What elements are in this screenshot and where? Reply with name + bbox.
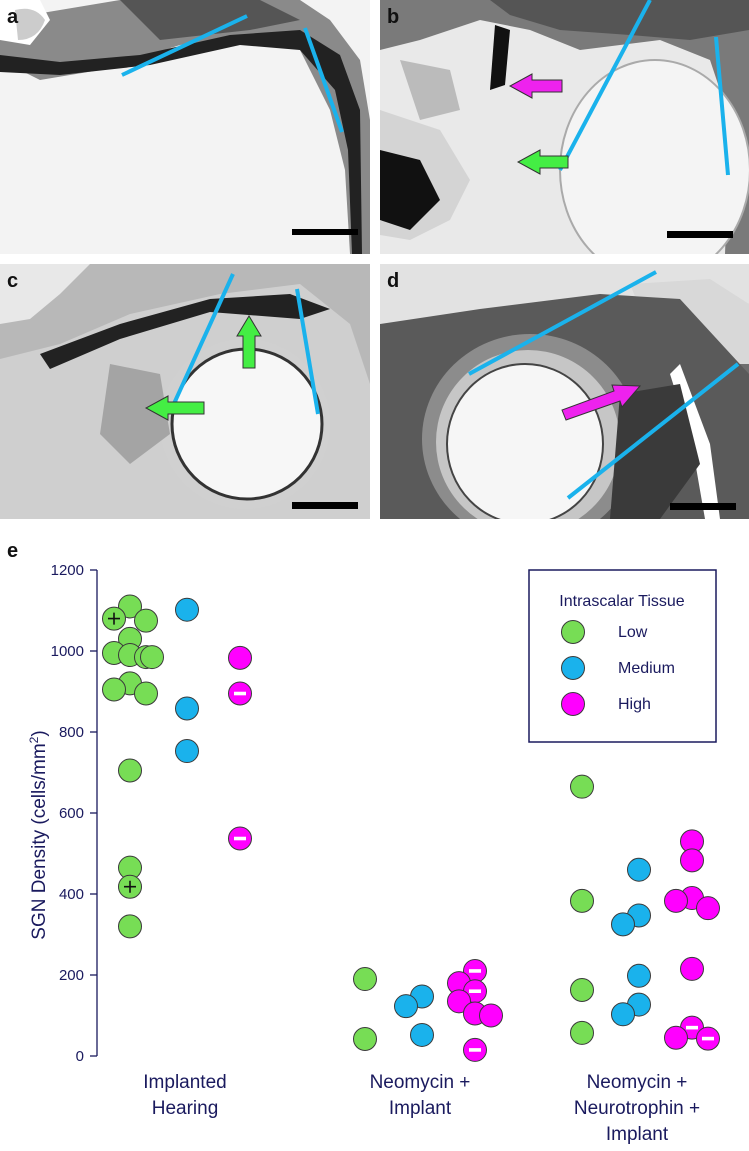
data-point-low <box>570 774 594 799</box>
y-tick-label: 0 <box>76 1048 84 1065</box>
panel-label-d: d <box>387 270 400 292</box>
minus-marker <box>234 836 246 841</box>
data-point-high <box>664 1025 688 1050</box>
minus-marker <box>469 1048 481 1052</box>
legend-marker-low <box>561 620 585 644</box>
panel-label-a: a <box>7 6 19 28</box>
x-category-label: Neomycin +Implant <box>370 1072 471 1119</box>
data-point-medium <box>611 1002 635 1027</box>
y-axis-label: SGN Density (cells/mm2) <box>27 730 50 939</box>
data-point-high <box>447 989 471 1014</box>
legend-marker-high <box>561 692 585 716</box>
data-point-medium <box>175 739 199 764</box>
minus-marker <box>686 1025 698 1030</box>
data-point-low <box>140 645 164 670</box>
micrograph-b <box>380 0 749 254</box>
minus-marker <box>234 691 246 696</box>
y-tick-label: 600 <box>59 805 84 822</box>
panel-label-b: b <box>387 6 400 28</box>
data-point-medium <box>627 857 651 882</box>
y-tick-label: 1000 <box>51 643 84 660</box>
plus-marker <box>108 612 120 625</box>
panel-label-c: c <box>7 270 19 292</box>
panel-label-e: e <box>7 540 19 562</box>
data-point-high <box>228 645 252 670</box>
data-point-medium <box>410 1022 434 1047</box>
minus-marker <box>469 969 481 973</box>
y-tick-label: 200 <box>59 967 84 984</box>
micrograph-c <box>0 264 370 519</box>
data-point-medium <box>627 963 651 988</box>
legend-box <box>528 569 717 743</box>
micrograph-a <box>0 0 370 254</box>
y-tick-label: 1200 <box>51 562 84 579</box>
legend-marker-medium <box>561 656 585 680</box>
plus-marker <box>124 880 136 893</box>
data-point-low <box>134 681 158 706</box>
legend-label-high: High <box>618 696 651 713</box>
y-tick-label: 400 <box>59 886 84 903</box>
data-point-medium <box>394 994 418 1019</box>
data-point-low <box>118 914 142 939</box>
data-point-low <box>570 977 594 1002</box>
data-point-high <box>680 848 704 873</box>
data-point-medium <box>611 912 635 937</box>
legend-title: Intrascalar Tissue <box>559 593 684 610</box>
data-point-high <box>479 1003 503 1028</box>
data-point-high <box>680 956 704 981</box>
data-point-low <box>353 1026 377 1051</box>
data-point-high <box>696 896 720 921</box>
data-point-low <box>353 967 377 992</box>
data-point-low <box>570 1020 594 1045</box>
x-category-label: Neomycin +Neurotrophin +Implant <box>574 1072 700 1145</box>
legend-label-medium: Medium <box>618 660 675 677</box>
data-point-low <box>570 888 594 913</box>
data-point-low <box>118 758 142 783</box>
legend-label-low: Low <box>618 624 648 641</box>
data-point-low <box>118 594 142 619</box>
data-point-low <box>102 677 126 702</box>
data-point-high <box>664 888 688 913</box>
data-point-low <box>134 608 158 633</box>
minus-marker <box>469 989 481 993</box>
data-point-medium <box>175 597 199 622</box>
y-tick-label: 800 <box>59 724 84 741</box>
data-point-medium <box>175 696 199 721</box>
minus-marker <box>702 1036 714 1041</box>
micrograph-d <box>380 264 749 519</box>
